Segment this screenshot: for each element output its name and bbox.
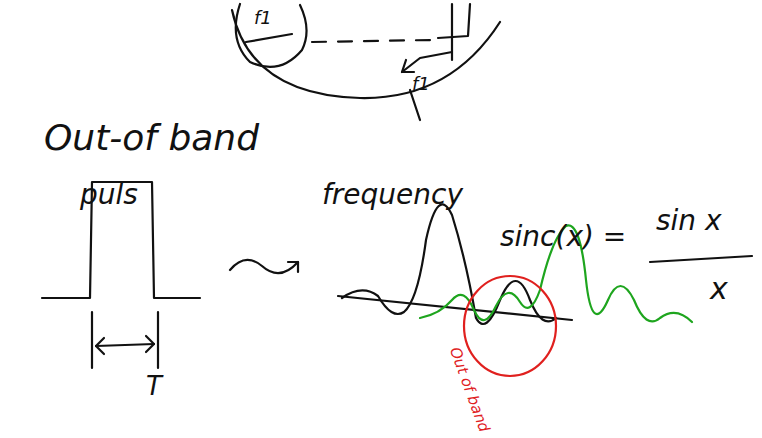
element-arrow (402, 52, 452, 72)
element-line (438, 4, 470, 38)
element-line (246, 34, 292, 42)
dimension-tick (92, 312, 158, 368)
axis-label: frequency (322, 180, 463, 211)
arrow-head (96, 336, 154, 354)
formula-numerator: sin x (656, 206, 722, 237)
arrow-head (402, 60, 414, 72)
formula-denominator: x (710, 272, 728, 305)
frequency-label: f1 (254, 8, 272, 28)
fraction-bar (650, 256, 752, 262)
frequency-label: f1 (412, 74, 430, 94)
section-heading: Out-of band (44, 118, 259, 158)
duration-label: T (146, 372, 162, 401)
element-circle (236, 4, 307, 67)
formula-text: sinc(x) = (500, 222, 626, 253)
arrow-head (288, 262, 298, 272)
bowl-arc (232, 10, 500, 98)
transform-arrow (230, 260, 298, 273)
element-line (410, 90, 420, 120)
out-of-band-note: Out of band (446, 345, 492, 434)
dimension-line (96, 344, 154, 346)
pulse-label: puls (80, 180, 138, 211)
out-of-band-circle (464, 276, 556, 376)
dashed-line (312, 40, 432, 42)
